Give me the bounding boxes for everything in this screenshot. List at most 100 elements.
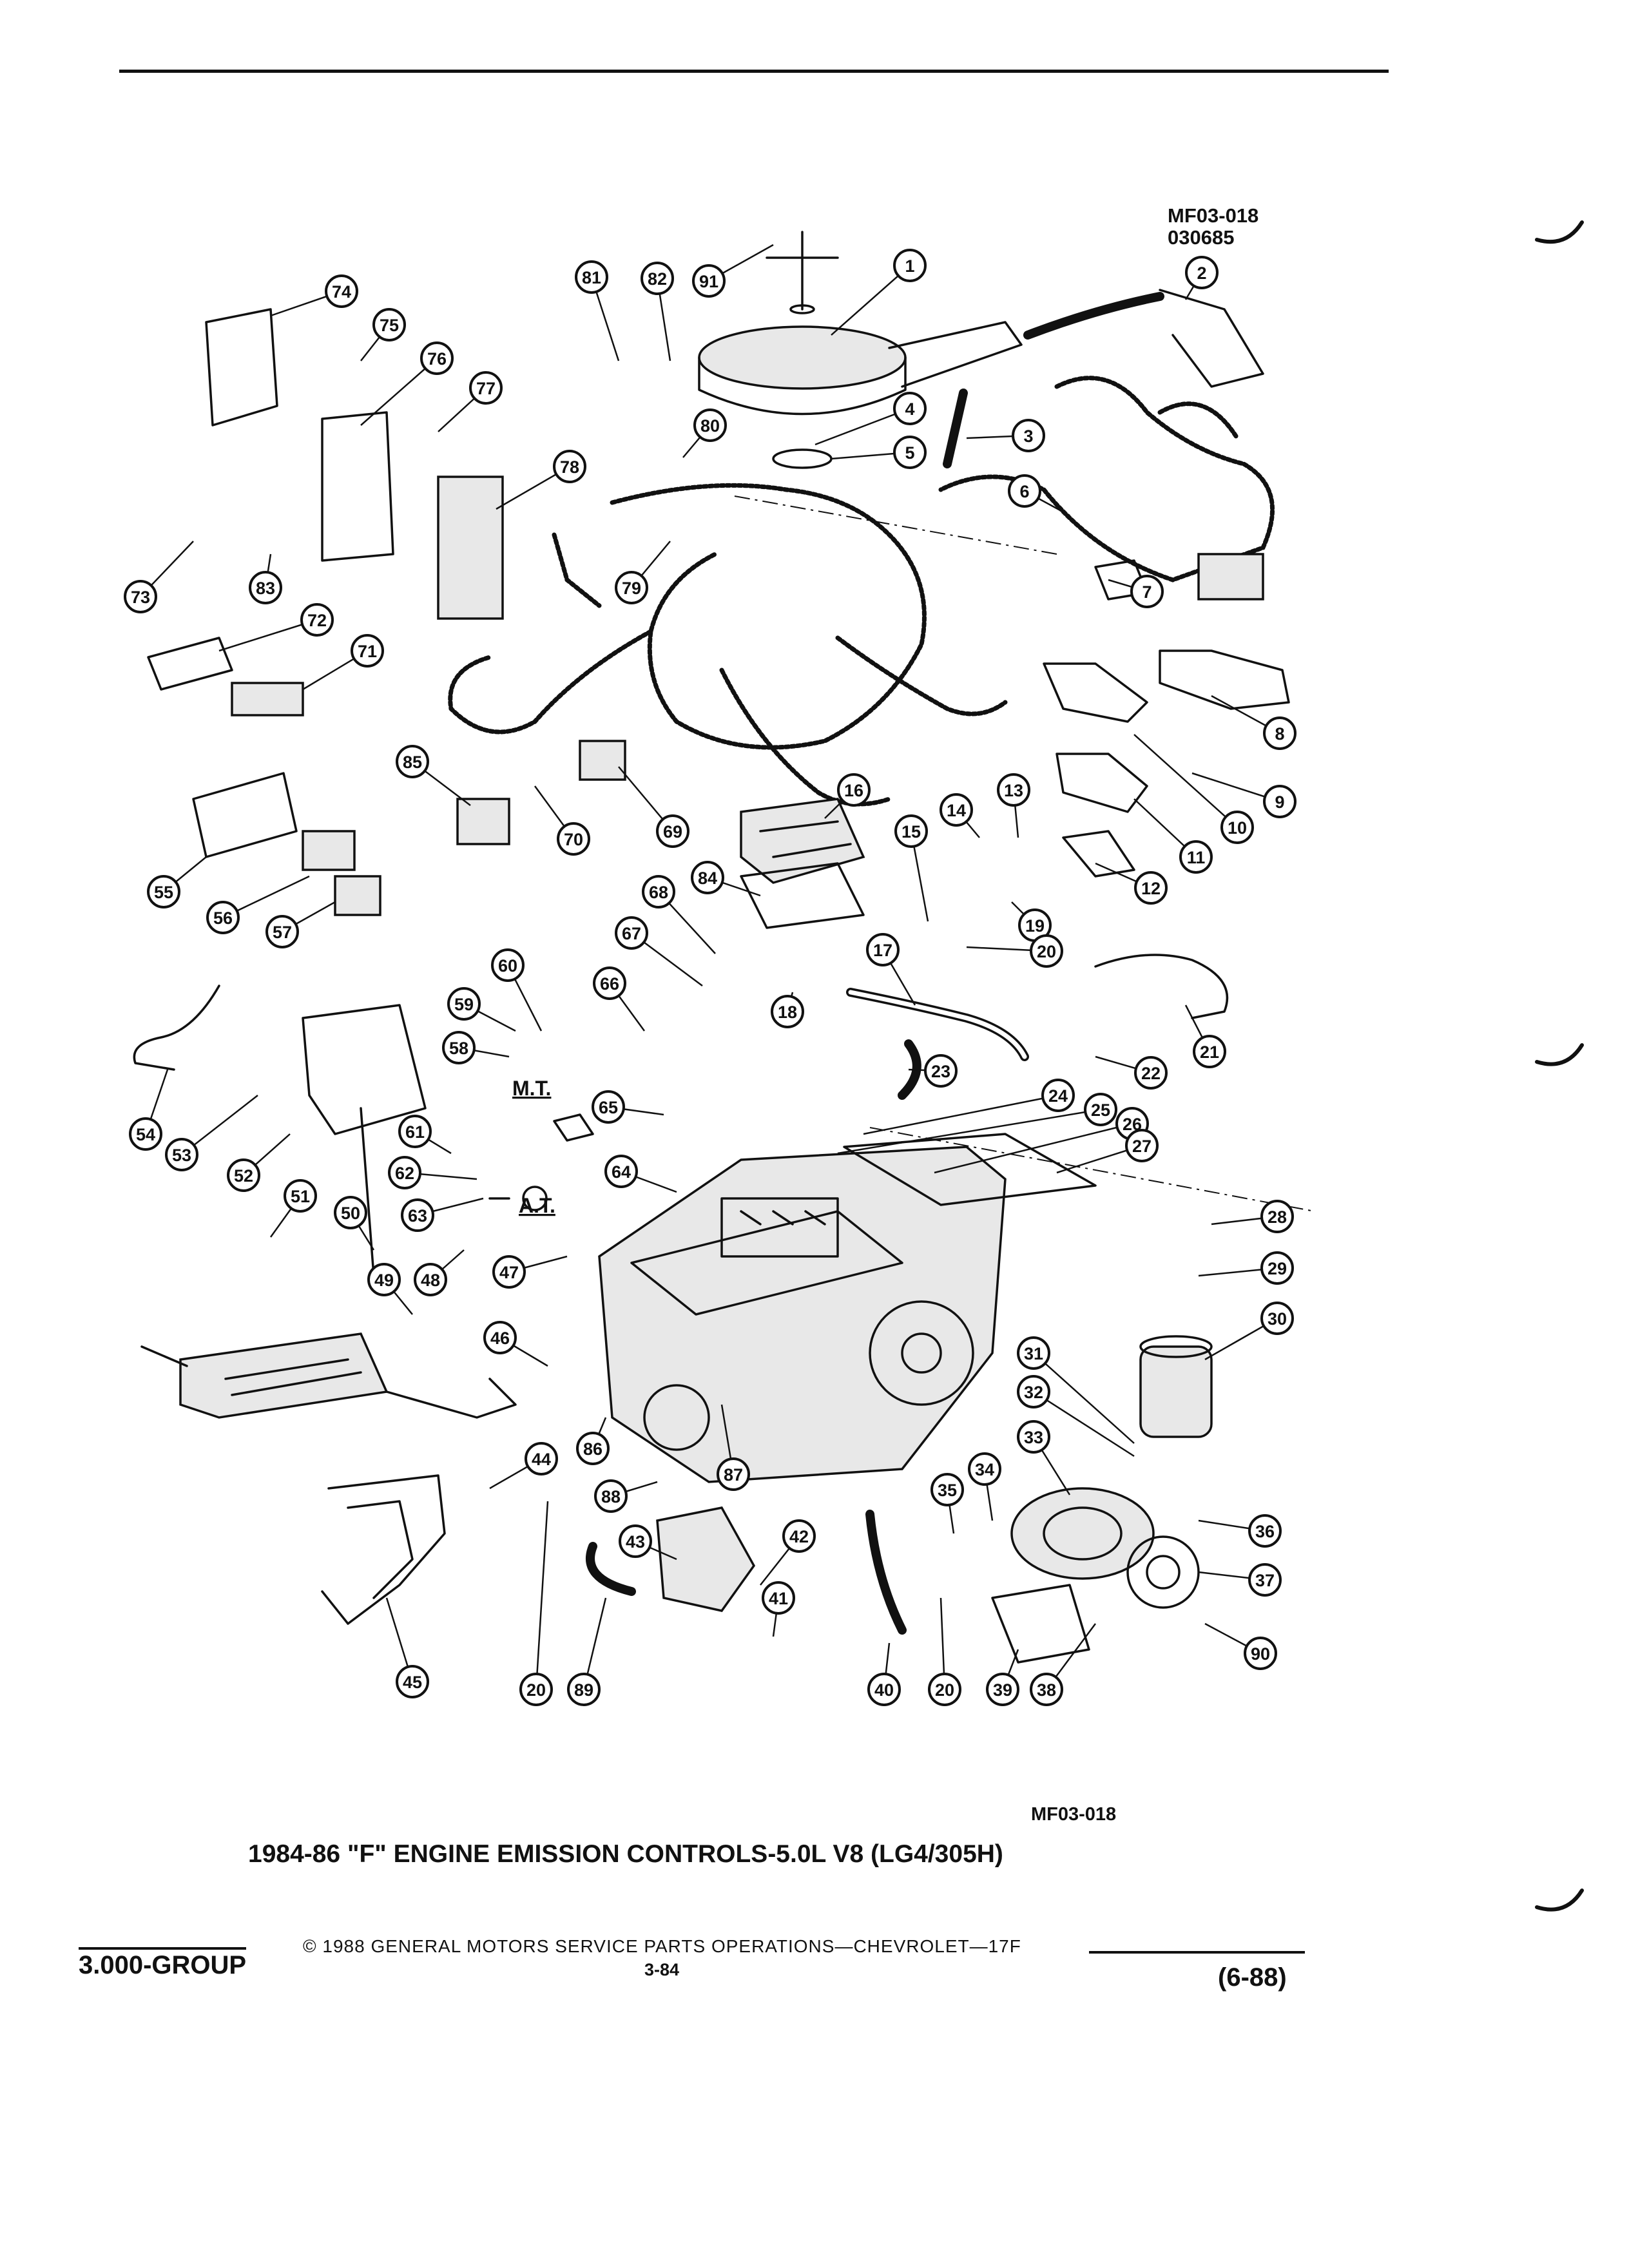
callout-39: 39	[986, 1673, 1019, 1706]
callout-number: 31	[1024, 1344, 1043, 1363]
callout-number: 24	[1048, 1086, 1068, 1106]
callout-leader-20-2	[535, 1501, 549, 1690]
callout-number: 20	[1037, 942, 1056, 961]
callout-40: 40	[867, 1673, 901, 1706]
callout-circle	[396, 1665, 429, 1698]
drawing-id-code: MF03-018	[1168, 204, 1259, 227]
callout-number: 83	[256, 579, 275, 598]
callout-circle	[894, 814, 928, 848]
callout-66: 66	[593, 966, 626, 1000]
callout-circle	[924, 1054, 958, 1088]
callout-circle	[615, 571, 648, 604]
callout-circle	[124, 580, 157, 613]
callout-22: 22	[1134, 1056, 1168, 1090]
callout-number: 32	[1024, 1383, 1043, 1402]
page-number: 3-84	[644, 1960, 680, 1979]
callout-circle	[1185, 256, 1219, 289]
callout-number: 77	[476, 379, 496, 398]
callout-1: 1	[893, 249, 927, 282]
callout-circle	[692, 264, 726, 298]
callout-32: 32	[1017, 1375, 1050, 1408]
callout-number: 39	[993, 1680, 1012, 1700]
callout-number: 27	[1132, 1137, 1152, 1156]
callout-number: 2	[1197, 264, 1206, 283]
callout-15: 15	[894, 814, 928, 848]
callout-number: 63	[408, 1206, 427, 1225]
binder-mark-2	[1535, 1043, 1584, 1066]
drawing-id-date: 030685	[1168, 226, 1235, 249]
callout-number: 55	[154, 883, 173, 902]
footer-rule	[1089, 1951, 1305, 1954]
callout-leader-26	[934, 1122, 1133, 1174]
callout-6: 6	[1008, 474, 1041, 508]
callout-number: 13	[1004, 781, 1023, 800]
callout-circle	[866, 933, 900, 966]
callout-circle	[265, 915, 299, 948]
callout-number: 10	[1228, 818, 1247, 838]
callout-number: 54	[136, 1125, 155, 1144]
callout-27: 27	[1125, 1129, 1159, 1162]
label-auto-trans: A.T.	[519, 1194, 555, 1217]
callout-number: 88	[601, 1487, 621, 1506]
callout-63: 63	[401, 1198, 434, 1232]
callout-number: 20	[935, 1680, 954, 1700]
callout-circle	[837, 773, 871, 807]
callout-number: 28	[1268, 1207, 1287, 1227]
callout-number: 19	[1025, 916, 1045, 936]
callout-47: 47	[492, 1255, 526, 1289]
callout-19: 19	[1018, 908, 1052, 942]
callout-45: 45	[396, 1665, 429, 1698]
callout-circle	[593, 966, 626, 1000]
figure-caption: 1984-86 "F" ENGINE EMISSION CONTROLS-5.0…	[248, 1840, 1003, 1868]
callout-number: 91	[699, 272, 718, 291]
callout-leader-76	[360, 358, 438, 426]
callout-circle	[893, 249, 927, 282]
callout-leader-10	[1133, 734, 1238, 828]
callout-circle	[771, 995, 804, 1028]
callout-number: 74	[332, 282, 351, 302]
callout-circle	[928, 1673, 961, 1706]
callout-number: 52	[234, 1166, 253, 1186]
callout-circle	[1263, 716, 1296, 750]
callout-38: 38	[1030, 1673, 1063, 1706]
callout-circle	[553, 450, 586, 483]
callout-number: 35	[938, 1481, 957, 1500]
callout-number: 25	[1091, 1100, 1110, 1120]
callout-77: 77	[469, 371, 503, 405]
callout-60: 60	[491, 948, 525, 982]
callout-87: 87	[717, 1457, 750, 1491]
callout-number: 75	[380, 316, 399, 335]
callout-28: 28	[1260, 1200, 1294, 1233]
callout-circle	[129, 1117, 162, 1151]
callout-55: 55	[147, 875, 180, 908]
callout-circle	[693, 408, 727, 442]
callout-number: 48	[421, 1271, 440, 1290]
callout-number: 30	[1268, 1309, 1287, 1329]
callout-number: 90	[1251, 1644, 1270, 1664]
callout-48: 48	[414, 1263, 447, 1296]
callout-circle	[893, 436, 927, 469]
callout-circle	[557, 822, 590, 856]
callout-68: 68	[642, 875, 675, 908]
callout-leader-31	[1033, 1352, 1135, 1444]
callout-36: 36	[1248, 1514, 1282, 1548]
callout-circle	[525, 1442, 558, 1475]
callout-59: 59	[447, 987, 481, 1021]
binder-mark-3	[1535, 1888, 1584, 1912]
callout-circle	[594, 1479, 628, 1513]
callout-circle	[1084, 1093, 1117, 1126]
callout-circle	[997, 773, 1030, 807]
top-rule	[119, 70, 1389, 73]
callout-number: 46	[490, 1329, 510, 1348]
callout-circle	[1248, 1514, 1282, 1548]
callout-number: 15	[901, 822, 921, 841]
callout-11: 11	[1179, 840, 1213, 874]
callout-number: 29	[1268, 1259, 1287, 1278]
callout-61: 61	[398, 1115, 432, 1148]
callout-number: 69	[663, 822, 682, 841]
callout-70: 70	[557, 822, 590, 856]
callout-31: 31	[1017, 1336, 1050, 1370]
callout-81: 81	[575, 260, 608, 294]
callout-number: 79	[622, 579, 641, 598]
